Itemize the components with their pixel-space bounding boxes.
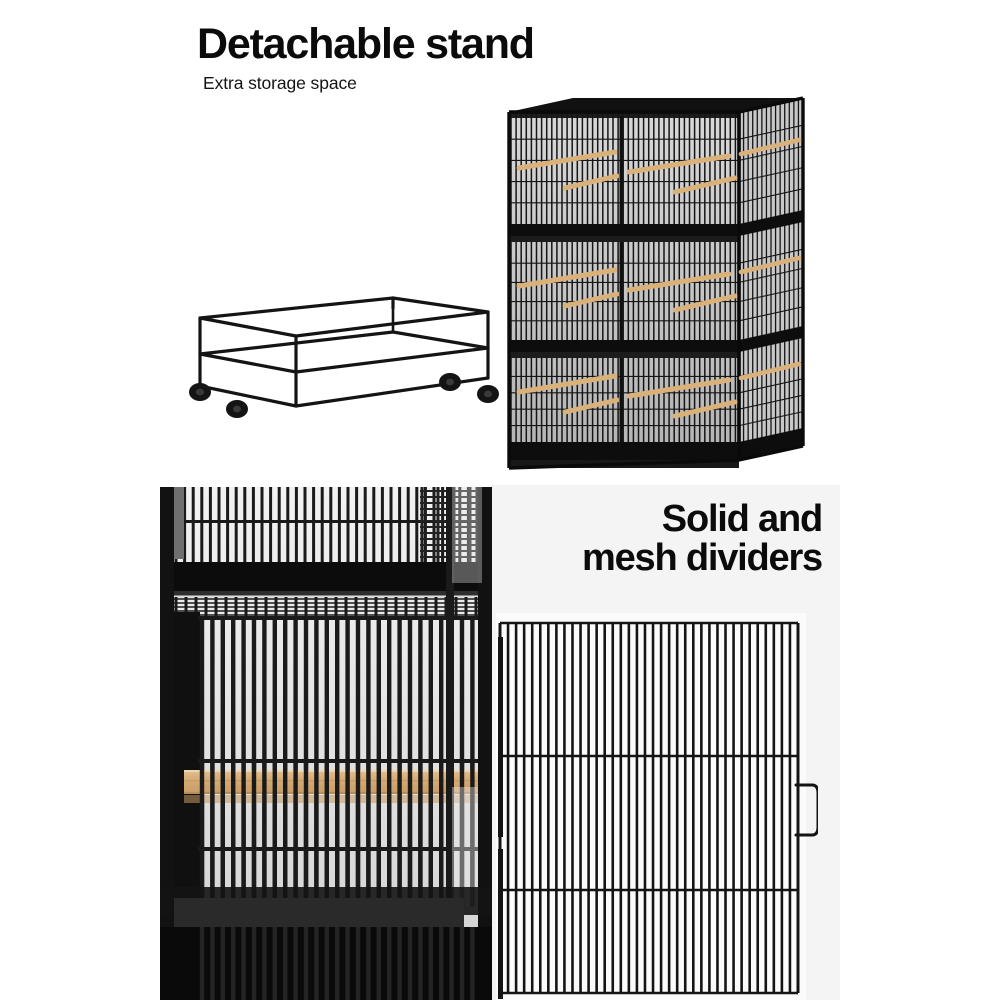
bottom-heading-block: Solid and mesh dividers [500,498,823,579]
wooden-perch [184,770,480,794]
cage-door-closeup [452,487,482,907]
wire-pull-handle [794,783,818,837]
mesh-divider-panel [496,613,818,1000]
stand-casters [189,373,499,418]
detachable-stand-illustration [178,286,508,418]
page-title: Detachable stand [197,20,535,68]
dividers-section: Solid and mesh dividers [0,485,1000,1000]
cage-closeup-photo [160,487,492,1000]
section-title: Solid and mesh dividers [500,498,823,579]
page-subtitle: Extra storage space [203,73,357,94]
top-heading-block: Detachable stand Extra storage space [197,20,717,94]
divider-rails [500,621,798,995]
section-title-line2: mesh dividers [582,536,823,579]
three-tier-cage-illustration [503,96,815,474]
section-title-line1: Solid and [661,498,823,540]
detachable-stand-section: Detachable stand Extra storage space [0,0,1000,485]
